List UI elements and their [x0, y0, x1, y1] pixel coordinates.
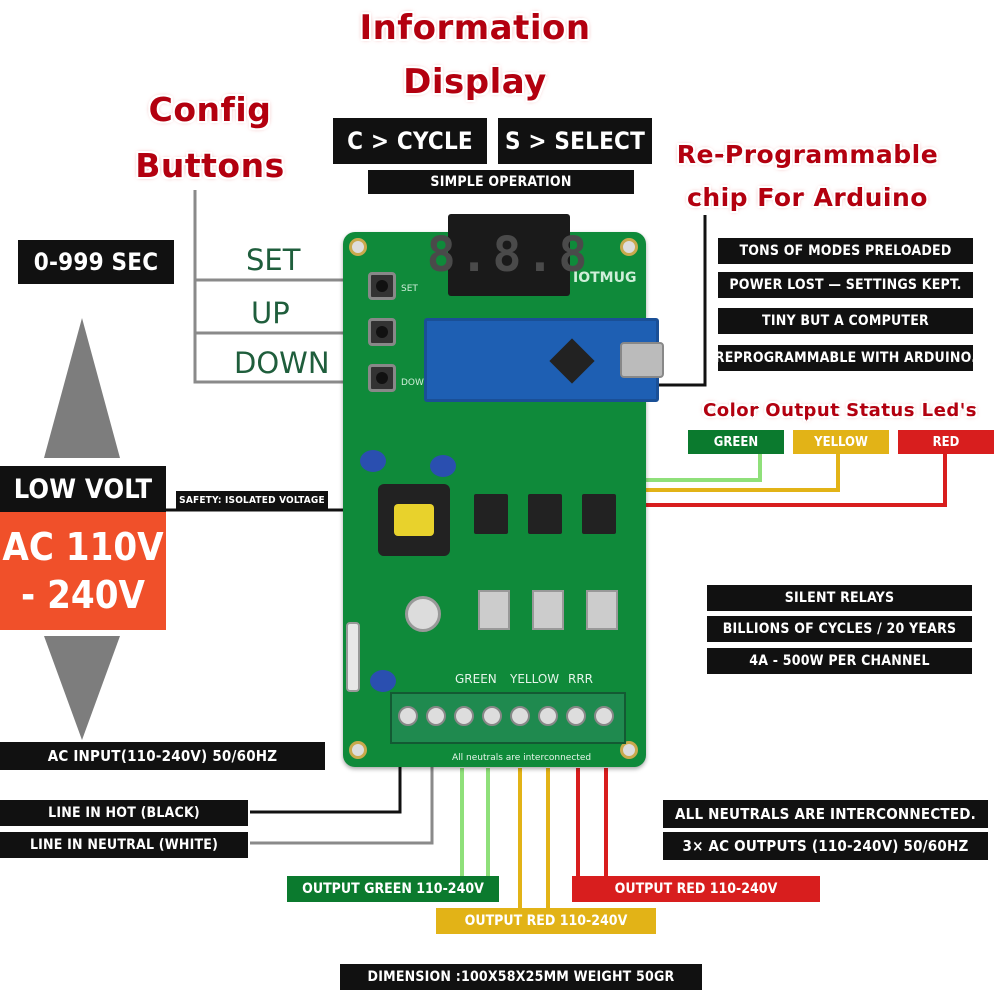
screw	[510, 706, 530, 726]
arduino-nano	[424, 318, 659, 402]
brand-mark: IOTMUG	[573, 270, 637, 286]
feature-tiny-computer: TINY BUT A COMPUTER	[718, 308, 973, 334]
line-hot-tag: LINE IN HOT (BLACK)	[0, 800, 248, 826]
simple-operation-tag: SIMPLE OPERATION	[368, 170, 634, 194]
led-yellow-tag: YELLOW	[793, 430, 889, 454]
terminal-label-green: GREEN	[455, 672, 497, 686]
opto-relay-2	[528, 494, 562, 534]
screw	[482, 706, 502, 726]
up-label: UP	[251, 296, 290, 330]
terminal-label-yellow: YELLOW	[510, 672, 560, 686]
ac-voltage-line1: AC 110V	[2, 525, 164, 569]
feature-billions-cycles: BILLIONS OF CYCLES / 20 YEARS	[707, 616, 972, 642]
blue-capacitor-1	[360, 450, 386, 472]
feature-silent-relays: SILENT RELAYS	[707, 585, 972, 611]
mount-hole-br	[620, 741, 638, 759]
screw	[594, 706, 614, 726]
usb-c-port	[620, 342, 664, 378]
voltage-arrow-down	[44, 636, 120, 740]
color-output-title: Color Output Status Led's	[703, 400, 977, 421]
set-label: SET	[246, 243, 301, 277]
output-green-tag: OUTPUT GREEN 110-240V	[287, 876, 499, 902]
triac-1	[478, 590, 510, 630]
fuse	[346, 622, 360, 692]
low-volt-tag: LOW VOLT	[0, 466, 166, 512]
screw	[426, 706, 446, 726]
config-bracket-line	[193, 190, 372, 384]
reprog-title-2: chip For Arduino	[687, 183, 928, 212]
info-display-title-1: Information	[359, 8, 591, 48]
mount-hole-bl	[349, 741, 367, 759]
seven-segment-display: 8.8.8	[427, 214, 587, 296]
screw	[566, 706, 586, 726]
reprog-title-1: Re-Programmable	[676, 140, 939, 169]
feature-per-channel: 4A - 500W PER CHANNEL	[707, 648, 972, 674]
neutral-silkscreen: All neutrals are interconnected	[452, 753, 592, 763]
config-title-1: Config	[148, 90, 272, 129]
mount-hole-tl	[349, 238, 367, 256]
screw	[398, 706, 418, 726]
line-neutral-wire	[250, 760, 434, 845]
isolation-transformer	[378, 484, 450, 556]
line-hot-wire	[250, 760, 402, 814]
range-tag: 0-999 SEC	[18, 240, 174, 284]
ac-input-tag: AC INPUT(110-240V) 50/60HZ	[0, 742, 325, 770]
led-green-tag: GREEN	[688, 430, 784, 454]
output-red-tag: OUTPUT RED 110-240V	[572, 876, 820, 902]
dimension-tag: DIMENSION :100X58X25MM WEIGHT 50GR	[340, 964, 702, 990]
ac-voltage-box: AC 110V - 240V	[0, 512, 166, 630]
opto-relay-1	[474, 494, 508, 534]
terminal-label-red: RRR	[568, 672, 594, 686]
neutrals-tag: ALL NEUTRALS ARE INTERCONNECTED.	[663, 800, 988, 828]
mount-hole-tr	[620, 238, 638, 256]
blue-capacitor-2	[430, 455, 456, 477]
down-label: DOWN	[234, 346, 330, 380]
down-silkscreen: DOWN	[401, 378, 431, 388]
feature-reprogrammable: REPROGRAMMABLE WITH ARDUINO.	[715, 345, 976, 371]
screw	[454, 706, 474, 726]
screw	[538, 706, 558, 726]
feature-modes: TONS OF MODES PRELOADED	[718, 238, 973, 264]
select-tag: S > SELECT	[498, 118, 652, 164]
ac-outputs-tag: 3× AC OUTPUTS (110-240V) 50/60HZ	[663, 832, 988, 860]
opto-relay-3	[582, 494, 616, 534]
feature-power-lost: POWER LOST — SETTINGS KEPT.	[718, 272, 973, 298]
triac-2	[532, 590, 564, 630]
safety-tag: SAFETY: ISOLATED VOLTAGE	[176, 491, 328, 509]
set-push-button[interactable]	[368, 272, 396, 300]
config-title-2: Buttons	[135, 146, 285, 185]
voltage-arrow-up	[44, 318, 120, 458]
up-push-button[interactable]	[368, 318, 396, 346]
output-yellow-tag: OUTPUT RED 110-240V	[436, 908, 656, 934]
led-red-tag: RED	[898, 430, 994, 454]
blue-capacitor-3	[370, 670, 396, 692]
ac-voltage-line2: - 240V	[21, 573, 145, 617]
cycle-tag: C > CYCLE	[333, 118, 487, 164]
line-neutral-tag: LINE IN NEUTRAL (WHITE)	[0, 832, 248, 858]
down-push-button[interactable]	[368, 364, 396, 392]
info-display-title-2: Display	[403, 62, 547, 102]
triac-3	[586, 590, 618, 630]
screw-terminal-block	[390, 692, 626, 744]
electrolytic-capacitor	[405, 596, 441, 632]
set-silkscreen: SET	[401, 284, 418, 294]
